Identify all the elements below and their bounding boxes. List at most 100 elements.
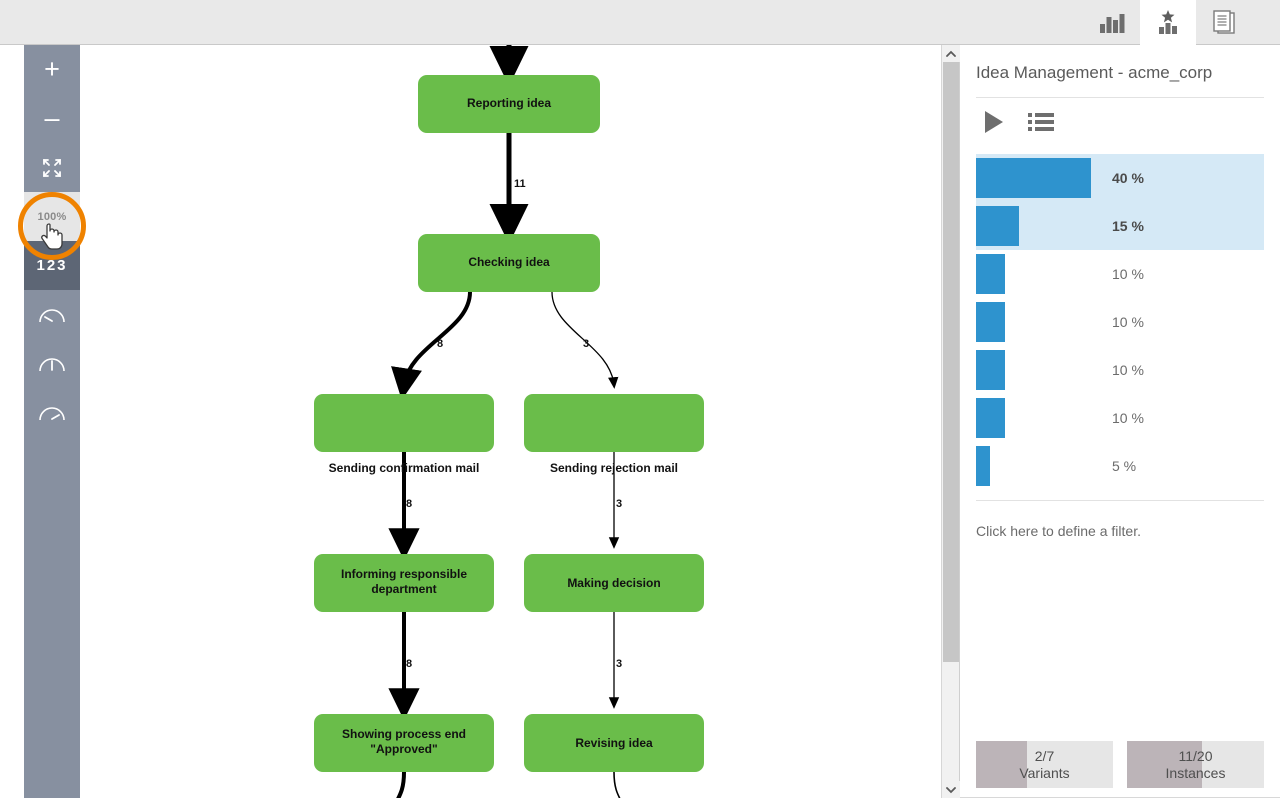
numeric-values-button[interactable]: 123 — [24, 241, 80, 290]
node-label-line1: Informing responsible — [341, 567, 467, 581]
bar-chart-glyph — [1100, 13, 1125, 33]
zoom-level-button[interactable]: 100% — [24, 192, 80, 241]
variant-bar-cell — [976, 158, 1104, 198]
instances-stat-fill — [1127, 741, 1203, 788]
edge-label: 8 — [406, 658, 412, 670]
variant-row[interactable]: 10 % — [976, 394, 1264, 442]
edge-confirmation-to-informing[interactable]: 8 — [388, 452, 420, 561]
node-revising-idea[interactable]: Revising idea — [524, 714, 704, 772]
edge-rejection-to-decision[interactable]: 3 — [608, 452, 622, 549]
panel-footer-stats: 2/7 Variants 11/20 Instances — [976, 741, 1264, 788]
edge-informing-to-processend[interactable]: 8 — [388, 612, 420, 721]
canvas-vertical-scrollbar[interactable] — [941, 45, 960, 798]
variant-list-divider — [976, 500, 1264, 501]
filter-hint[interactable]: Click here to define a filter. — [976, 523, 1141, 539]
bar-chart-icon[interactable] — [1084, 0, 1140, 45]
documents-glyph — [1213, 9, 1235, 34]
variant-bar-cell — [976, 254, 1104, 294]
node-sending-confirmation-mail[interactable]: Sending confirmation mail — [314, 394, 494, 475]
canvas-left-toolbar: + – 100% 123 — [24, 45, 80, 798]
gauge-mid-icon[interactable] — [24, 339, 80, 388]
node-label: Revising idea — [575, 736, 653, 750]
node-label: Checking idea — [468, 255, 550, 269]
right-side-panel: Idea Management - acme_corp — [960, 45, 1280, 798]
variants-stat-button[interactable]: 2/7 Variants — [976, 741, 1113, 788]
node-checking-idea[interactable]: Checking idea — [418, 234, 600, 292]
play-icon[interactable] — [982, 109, 1006, 135]
gauge-high-glyph — [39, 406, 65, 420]
zoom-out-button[interactable]: – — [44, 103, 60, 133]
fit-screen-icon[interactable] — [24, 143, 80, 192]
node-informing-responsible-department[interactable]: Informing responsible department — [314, 554, 494, 612]
star-chart-glyph — [1159, 9, 1177, 34]
gauge-mid-glyph — [39, 357, 65, 371]
variants-stat-unit: Variants — [1019, 764, 1070, 781]
variant-row[interactable]: 10 % — [976, 250, 1264, 298]
variants-stat-fill — [976, 741, 1027, 788]
edge-label: 3 — [616, 498, 622, 510]
variant-percent: 10 % — [1112, 314, 1144, 330]
node-label: Making decision — [567, 576, 660, 590]
variant-percent: 10 % — [1112, 410, 1144, 426]
process-graph-canvas[interactable]: 11 8 3 8 3 — [0, 45, 960, 798]
zoom-in-button[interactable]: + — [44, 54, 60, 84]
instances-stat-text: 11/20 Instances — [1127, 741, 1264, 788]
node-making-decision[interactable]: Making decision — [524, 554, 704, 612]
variant-row[interactable]: 5 % — [976, 442, 1264, 490]
chevron-up-glyph — [946, 50, 956, 57]
edge-label: 11 — [514, 178, 526, 190]
node-showing-process-end-approved[interactable]: Showing process end "Approved" — [314, 714, 494, 772]
variant-row[interactable]: 10 % — [976, 346, 1264, 394]
variant-row[interactable]: 15 % — [976, 202, 1264, 250]
scrollbar-thumb[interactable] — [943, 62, 959, 662]
node-label-line2: "Approved" — [370, 742, 437, 756]
gauge-low-glyph — [39, 308, 65, 322]
edge-checking-to-rejection[interactable]: 3 — [551, 291, 619, 389]
star-chart-icon[interactable] — [1140, 0, 1196, 45]
node-sending-rejection-mail[interactable]: Sending rejection mail — [524, 394, 704, 475]
variant-percent: 5 % — [1112, 458, 1137, 474]
node-label-line2: department — [371, 582, 436, 596]
gauge-high-icon[interactable] — [24, 388, 80, 437]
edge-outgoing-bottom-right — [613, 771, 621, 798]
variant-bar-cell — [976, 398, 1104, 438]
instances-stat-unit: Instances — [1165, 764, 1226, 781]
node-reporting-idea[interactable]: Reporting idea — [418, 75, 600, 133]
variants-stat-count: 2/7 — [1034, 748, 1055, 765]
instances-stat-button[interactable]: 11/20 Instances — [1127, 741, 1264, 788]
variant-bar — [976, 446, 990, 486]
gauge-low-icon[interactable] — [24, 290, 80, 339]
instances-stat-count: 11/20 — [1178, 748, 1213, 765]
edge-outgoing-bottom-left — [396, 771, 406, 798]
edge-reporting-to-checking[interactable]: 11 — [489, 133, 529, 245]
node-label-line1: Showing process end — [342, 727, 466, 741]
variant-bar-cell — [976, 302, 1104, 342]
variant-row[interactable]: 10 % — [976, 298, 1264, 346]
fit-screen-glyph — [43, 158, 61, 177]
edge-decision-to-revising[interactable]: 3 — [608, 612, 622, 709]
variant-percent: 40 % — [1112, 170, 1144, 186]
scroll-down-arrow-icon[interactable] — [942, 781, 960, 798]
top-toolbar — [0, 0, 1280, 45]
list-glyph — [1028, 113, 1054, 131]
documents-icon[interactable] — [1196, 0, 1252, 45]
variant-bar — [976, 254, 1005, 294]
variant-percent: 10 % — [1112, 266, 1144, 282]
variant-row[interactable]: 40 % — [976, 154, 1264, 202]
variant-bar — [976, 302, 1005, 342]
title-divider — [976, 97, 1264, 98]
play-glyph — [985, 111, 1003, 133]
scroll-up-arrow-icon[interactable] — [942, 45, 960, 62]
variant-percent: 15 % — [1112, 218, 1144, 234]
variant-bar — [976, 398, 1005, 438]
node-label: Reporting idea — [467, 96, 551, 110]
variant-percent: 10 % — [1112, 362, 1144, 378]
edge-checking-to-confirmation[interactable]: 8 — [391, 291, 472, 401]
variant-list: 40 % 15 % 10 % 10 % — [976, 154, 1264, 490]
list-icon[interactable] — [1028, 111, 1054, 133]
edge-label: 8 — [406, 498, 412, 510]
variant-bar — [976, 206, 1019, 246]
variant-bar-cell — [976, 206, 1104, 246]
panel-action-bar — [976, 98, 1264, 146]
